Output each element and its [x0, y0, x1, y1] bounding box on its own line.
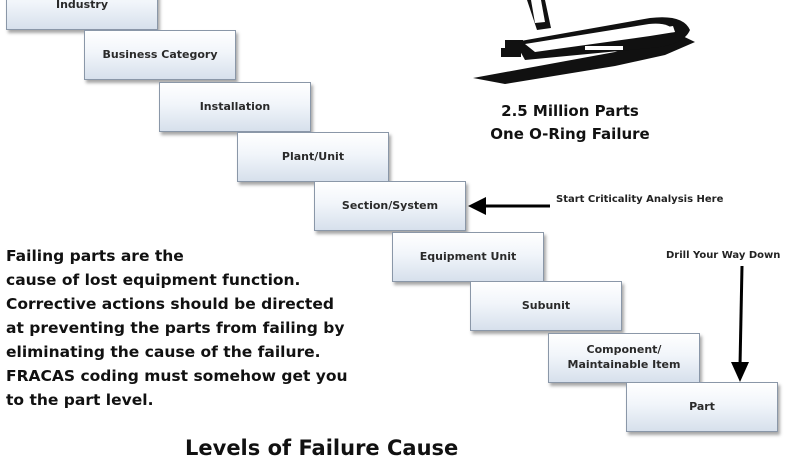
explanation-line: Corrective actions should be directed: [6, 295, 334, 313]
level-component: Component/ Maintainable Item: [548, 333, 700, 383]
level-subunit: Subunit: [470, 281, 622, 331]
level-part: Part: [626, 382, 778, 432]
level-label: Business Category: [102, 47, 218, 61]
explanation-line: FRACAS coding must somehow get you: [6, 367, 348, 385]
level-label: Section/System: [341, 198, 439, 212]
level-label: Subunit: [521, 298, 571, 312]
level-label: Equipment Unit: [419, 249, 517, 263]
level-industry: Industry: [6, 0, 158, 30]
space-shuttle-image: [473, 0, 695, 84]
explanation-line: eliminating the cause of the failure.: [6, 343, 321, 361]
level-plant-unit: Plant/Unit: [237, 132, 389, 182]
caption-line-1: 2.5 Million Parts: [501, 102, 639, 120]
explanation-line: cause of lost equipment function.: [6, 271, 301, 289]
level-label: Component/ Maintainable Item: [567, 343, 681, 371]
level-label: Part: [689, 399, 715, 413]
explanation-line: Failing parts are the: [6, 247, 184, 265]
level-label: Industry: [55, 0, 109, 11]
explanation-line: to the part level.: [6, 391, 154, 409]
start-analysis-note: Start Criticality Analysis Here: [556, 194, 724, 205]
level-installation: Installation: [159, 82, 311, 132]
level-section-system: Section/System: [314, 181, 466, 231]
shuttle-caption: 2.5 Million Parts One O-Ring Failure: [470, 100, 670, 146]
diagram-title: Levels of Failure Cause: [185, 436, 459, 460]
left-arrow-icon: [468, 197, 550, 215]
down-arrow-icon: [731, 266, 749, 382]
level-business-category: Business Category: [84, 30, 236, 80]
explanation-line: at preventing the parts from failing by: [6, 319, 345, 337]
level-label: Plant/Unit: [281, 149, 345, 163]
explanation-text: Failing parts are the cause of lost equi…: [6, 244, 386, 412]
drill-down-note: Drill Your Way Down: [666, 250, 781, 261]
level-equipment-unit: Equipment Unit: [392, 232, 544, 282]
level-label: Installation: [199, 99, 271, 113]
caption-line-2: One O-Ring Failure: [490, 125, 650, 143]
